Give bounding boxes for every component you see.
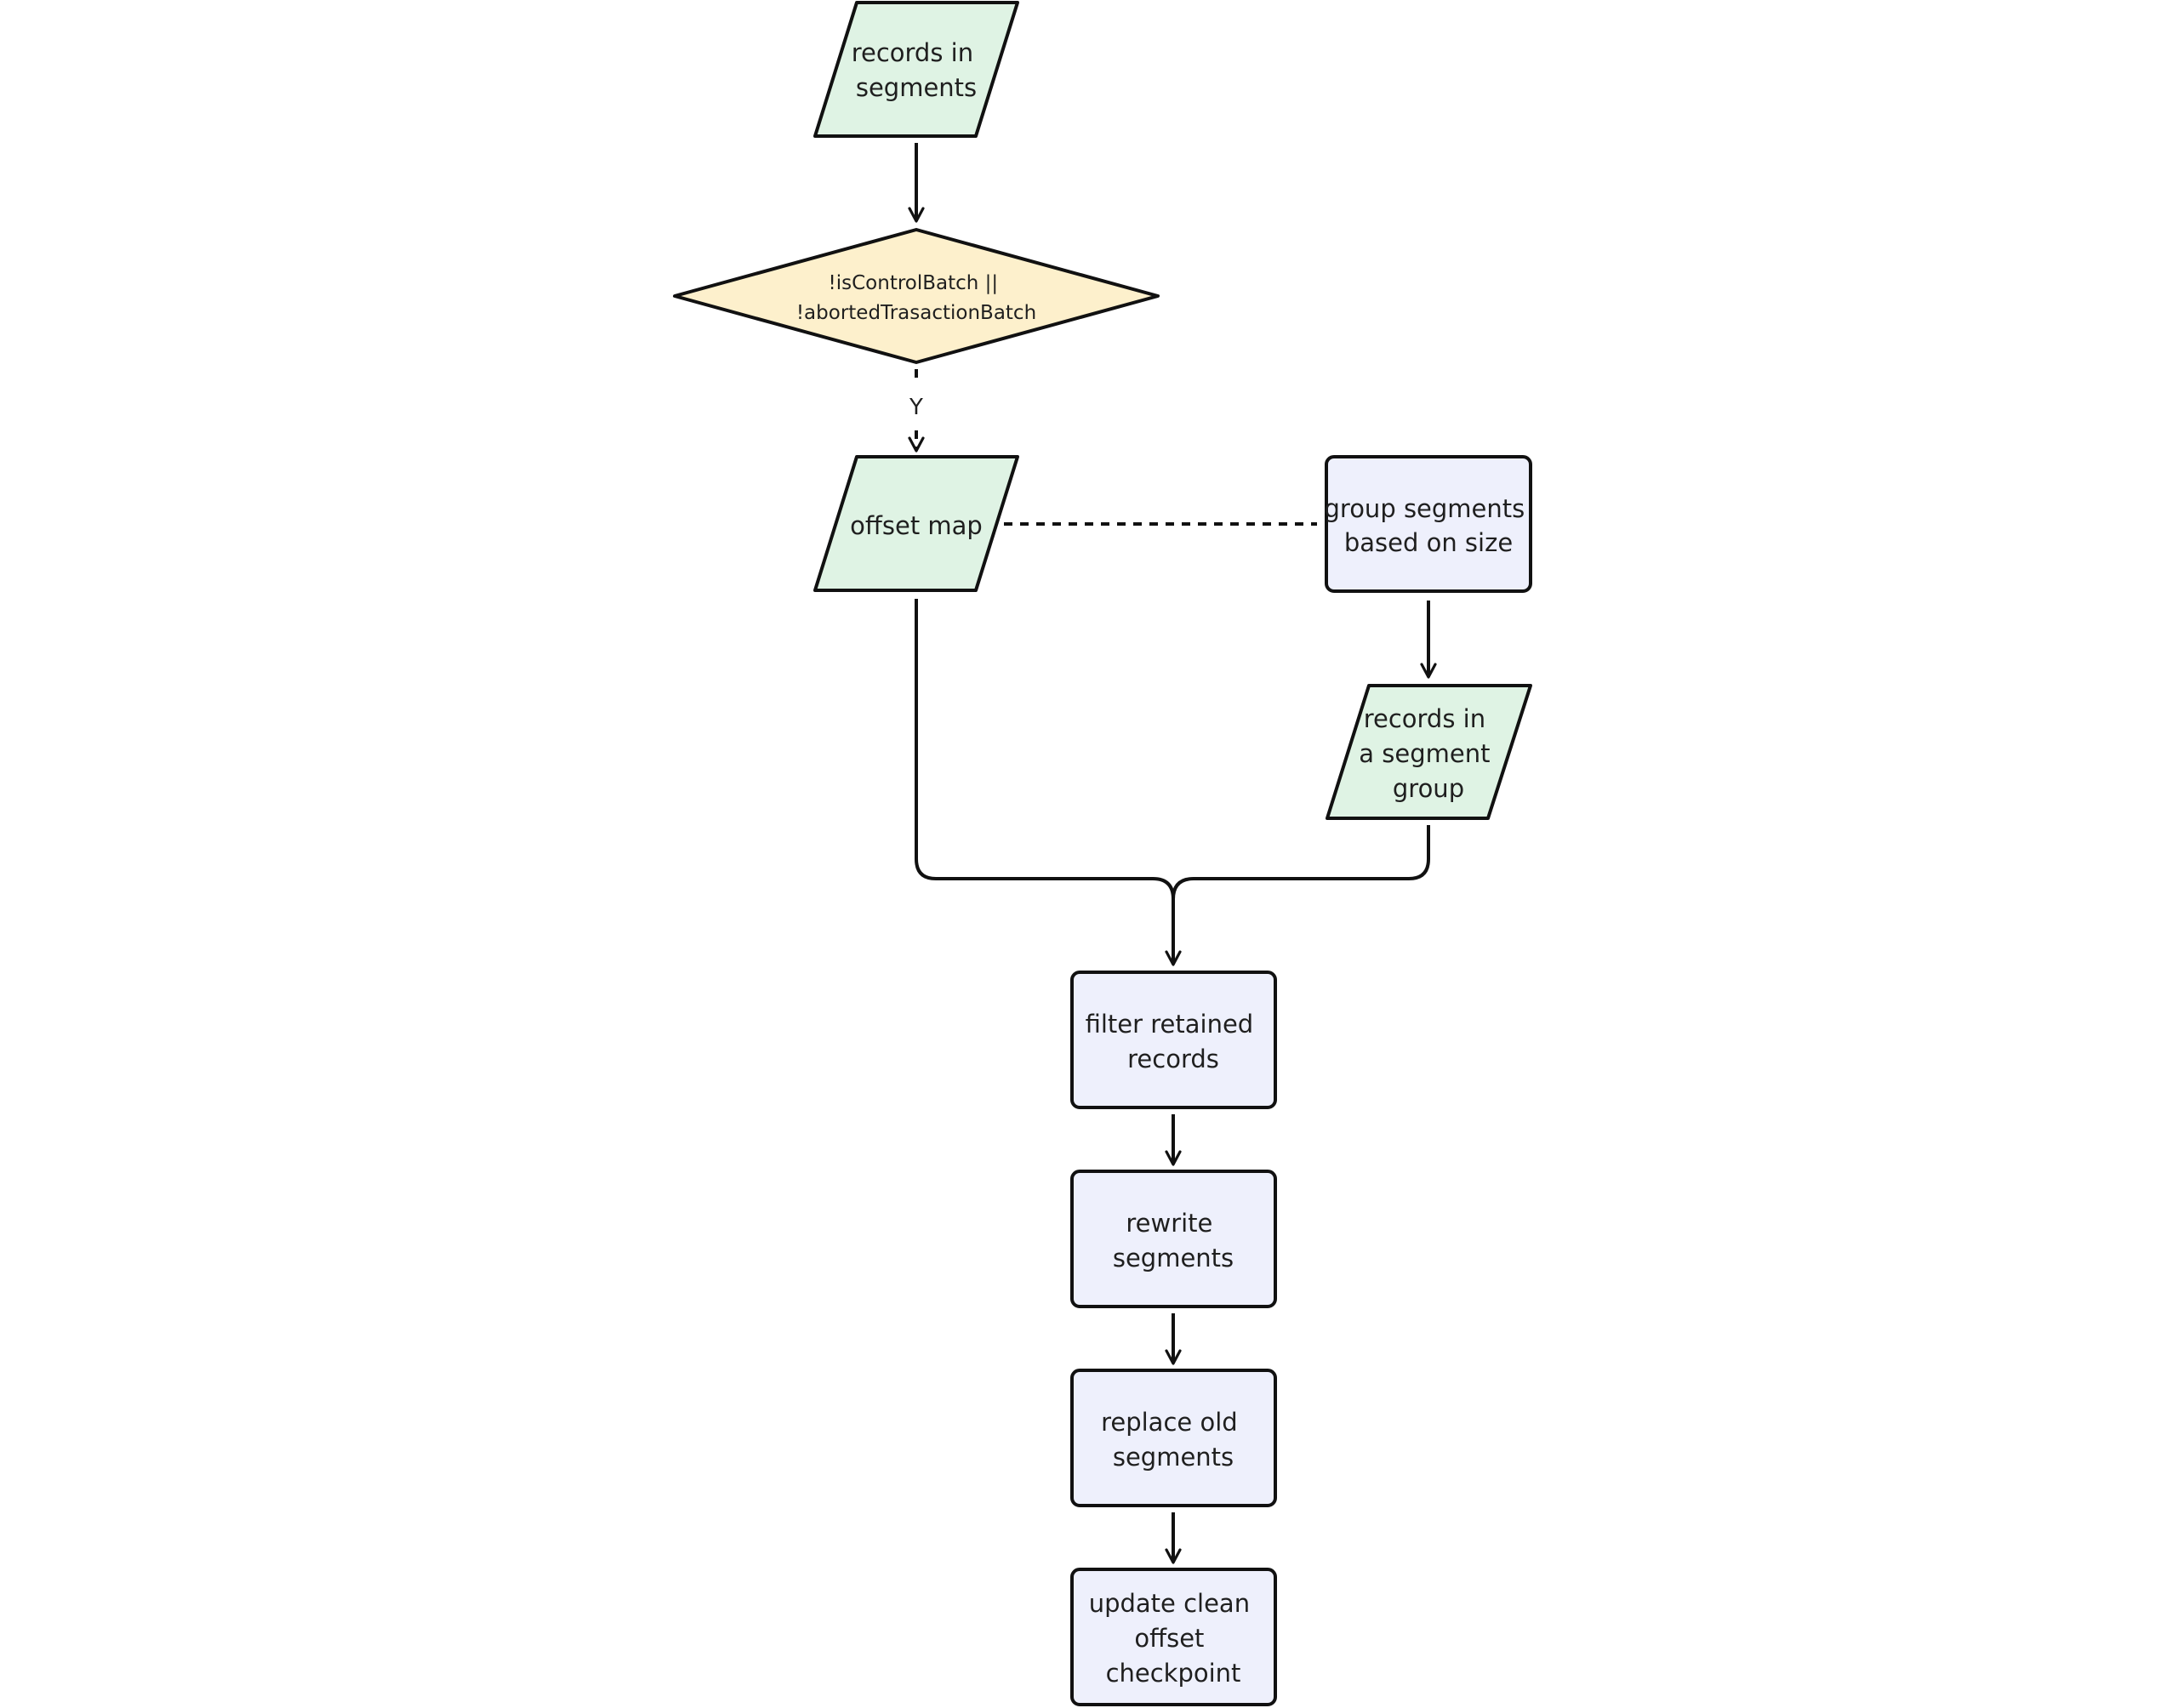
node-label-line: replace old (1101, 1408, 1238, 1437)
node-label-line: rewrite (1126, 1209, 1212, 1238)
svg-text:!isControlBatch || !abor: !isControlBatch || !abortedTrasactionBat… (796, 272, 1036, 324)
node-rewrite-segments: rewrite segments (1070, 1170, 1277, 1308)
svg-text:offset map: offset map (850, 511, 983, 540)
node-label-line: update clean (1089, 1589, 1250, 1618)
node-label-line: segments (856, 73, 977, 102)
node-label-line: !isControlBatch || (829, 272, 999, 294)
node-update-clean-offset-checkpoint: update clean offset checkpoint (1070, 1568, 1277, 1706)
node-label-line: records (1127, 1045, 1219, 1073)
node-label-line: offset map (850, 511, 983, 540)
node-replace-old-segments: replace old segments (1070, 1369, 1277, 1507)
io-shape (813, 1, 1019, 138)
decision-shape (673, 228, 1160, 364)
node-label-line: segments (1113, 1244, 1234, 1272)
node-decision: !isControlBatch || !abortedTrasactionBat… (673, 228, 1160, 364)
process-shape (1325, 455, 1532, 593)
io-shape (1326, 684, 1532, 820)
process-shape (1070, 1170, 1277, 1308)
node-label-line: !abortedTrasactionBatch (796, 302, 1036, 324)
node-label-line: segments (1113, 1443, 1234, 1472)
io-shape (813, 455, 1019, 592)
node-filter-retained-records: filter retained records (1070, 971, 1277, 1109)
process-shape (1070, 1568, 1277, 1706)
svg-text:replace old segments: replace old segments (1101, 1408, 1246, 1472)
edge-label-yes: Y (909, 395, 923, 420)
node-label-line: based on size (1344, 528, 1513, 557)
process-shape (1070, 971, 1277, 1109)
node-label-line: offset (1134, 1624, 1204, 1653)
node-records-in-segments: records in segments (813, 1, 1019, 138)
edge-offset-map-merge (915, 599, 1175, 900)
svg-text:records in a segment: records in a segment group (1359, 704, 1497, 803)
node-offset-map: offset map (813, 455, 1019, 592)
svg-text:group segments based on: group segments based on size (1325, 494, 1533, 557)
node-label-line: group segments (1325, 494, 1525, 523)
node-records-in-segment-group: records in a segment group (1326, 684, 1532, 820)
node-label-line: a segment (1359, 739, 1490, 768)
node-label-line: records in (852, 38, 973, 67)
node-group-segments: group segments based on size (1325, 455, 1533, 593)
svg-text:rewrite segments: rewrite segments (1113, 1209, 1234, 1272)
node-label-line: group (1393, 774, 1464, 803)
process-shape (1070, 1369, 1277, 1507)
node-label-line: checkpoint (1106, 1659, 1241, 1688)
node-label-line: filter retained (1086, 1010, 1254, 1039)
svg-text:filter retained records: filter retained records (1086, 1010, 1262, 1073)
svg-text:update clean offset: update clean offset checkpoint (1089, 1589, 1258, 1688)
svg-text:records in segments: records in segments (852, 38, 982, 102)
edge-records-group-merge (1165, 825, 1430, 966)
edges (908, 143, 1437, 1564)
node-label-line: records in (1364, 704, 1485, 733)
